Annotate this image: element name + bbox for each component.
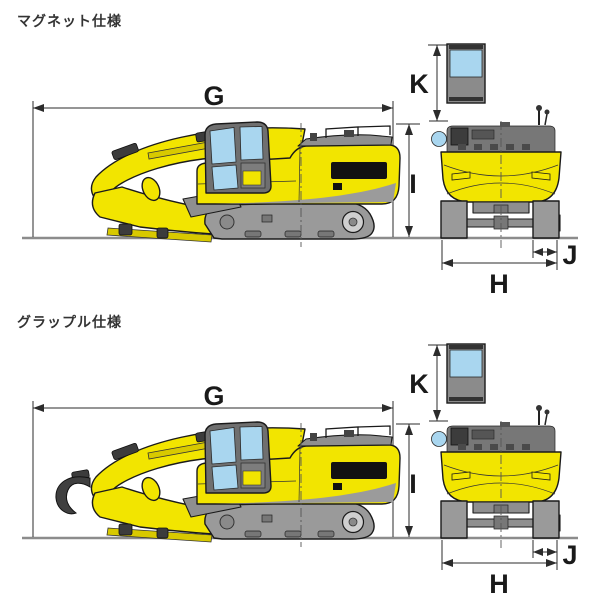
label-overall-height: I xyxy=(409,169,417,199)
grapple-diagram: G I K J H xyxy=(20,342,580,599)
grapple-section-title: グラップル仕様 xyxy=(17,315,122,331)
magnet-diagram: G I K J H xyxy=(20,42,580,299)
magnet-machine-art xyxy=(20,42,580,272)
label-single-track-width: J xyxy=(562,540,577,570)
label-overall-height: I xyxy=(409,469,417,499)
grapple-hook-icon xyxy=(55,469,91,515)
label-cab-height: K xyxy=(409,369,429,399)
label-cab-height: K xyxy=(409,69,429,99)
label-overall-width: H xyxy=(489,269,509,299)
grapple-machine-art xyxy=(20,342,580,572)
label-overall-length: G xyxy=(203,381,224,411)
magnet-section-title: マグネット仕様 xyxy=(17,14,122,30)
label-overall-width: H xyxy=(489,569,509,599)
label-overall-length: G xyxy=(203,81,224,111)
label-single-track-width: J xyxy=(562,240,577,270)
